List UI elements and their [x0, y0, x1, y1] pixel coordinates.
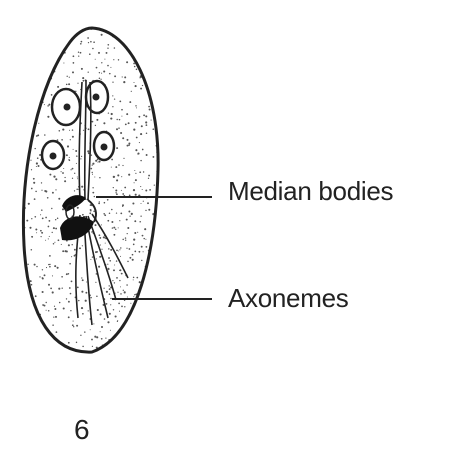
nucleus-bottom-right: [94, 132, 114, 160]
nucleus-bottom-left: [42, 141, 64, 169]
figure-number: 6: [74, 414, 90, 446]
nucleus-top-left: [52, 89, 80, 125]
cyst-wall: [23, 28, 158, 352]
label-axonemes: Axonemes: [228, 283, 348, 314]
nucleus-top-right: [86, 81, 108, 113]
label-median-bodies: Median bodies: [228, 176, 393, 207]
median-bodies: [60, 195, 96, 240]
axoneme-fibrils: [76, 80, 128, 325]
